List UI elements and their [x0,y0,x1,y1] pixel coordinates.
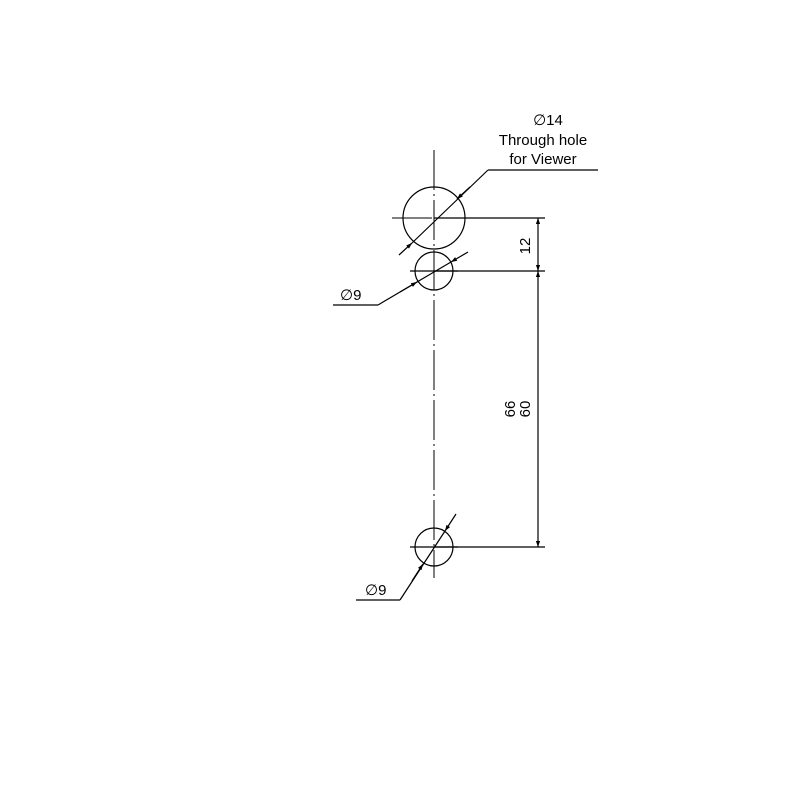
dimension-12-label: 12 [517,238,534,255]
large-hole-note-line1: Through hole [499,132,587,149]
dimension-66-label: 66 [502,401,519,418]
large-hole-diameter-line [411,169,489,244]
large-hole-arrow-upper [456,186,471,200]
lower-hole-diameter-label: ∅9 [365,582,386,599]
large-hole-note-line2: for Viewer [509,151,576,168]
lower-hole-arrow-lower [411,563,424,582]
upper-hole-arrow-lower [399,281,418,293]
large-hole-diameter-label: ∅14 [533,112,563,129]
dimension-60-label: 60 [517,401,534,418]
upper-hole-diameter-label: ∅9 [340,287,361,304]
large-hole-arrow-lower [398,242,413,256]
lower-hole-arrow-upper [444,513,457,532]
upper-hole-arrow-upper [450,251,469,263]
